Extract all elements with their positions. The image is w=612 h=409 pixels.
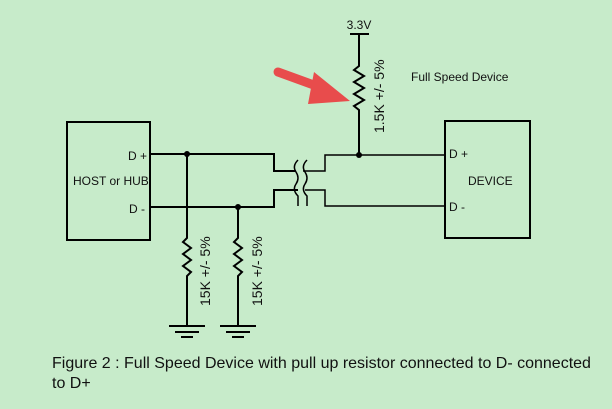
pullup-resistor: [350, 33, 369, 155]
host-box: [66, 121, 151, 241]
dminus-wire-host: [150, 189, 298, 208]
red-arrow-icon: [273, 67, 350, 104]
device-dminus-pin-label: D -: [449, 200, 465, 214]
device-box-label: DEVICE: [468, 174, 513, 188]
pulldown-dminus-label: 15K +/- 5%: [249, 236, 265, 306]
device-box: [444, 120, 531, 239]
dplus-wire-device: [303, 154, 445, 172]
device-dplus-pin-label: D +: [449, 147, 468, 161]
host-dminus-pin-label: D -: [129, 202, 145, 216]
pulldown-resistor-dplus: [169, 154, 205, 338]
dminus-wire-device: [305, 189, 445, 207]
full-speed-device-title: Full Speed Device: [411, 70, 509, 84]
pulldown-resistor-dminus: [220, 207, 256, 338]
cable-break-symbol: [293, 159, 308, 206]
figure-caption: Figure 2 : Full Speed Device with pull u…: [52, 355, 591, 392]
host-box-label: HOST or HUB: [73, 174, 149, 188]
pulldown-dplus-label: 15K +/- 5%: [197, 236, 213, 306]
dplus-wire-host: [150, 153, 296, 172]
supply-voltage-label: 3.3V: [347, 18, 372, 32]
host-dplus-pin-label: D +: [128, 149, 147, 163]
pullup-resistor-label: 1.5K +/- 5%: [371, 59, 387, 133]
